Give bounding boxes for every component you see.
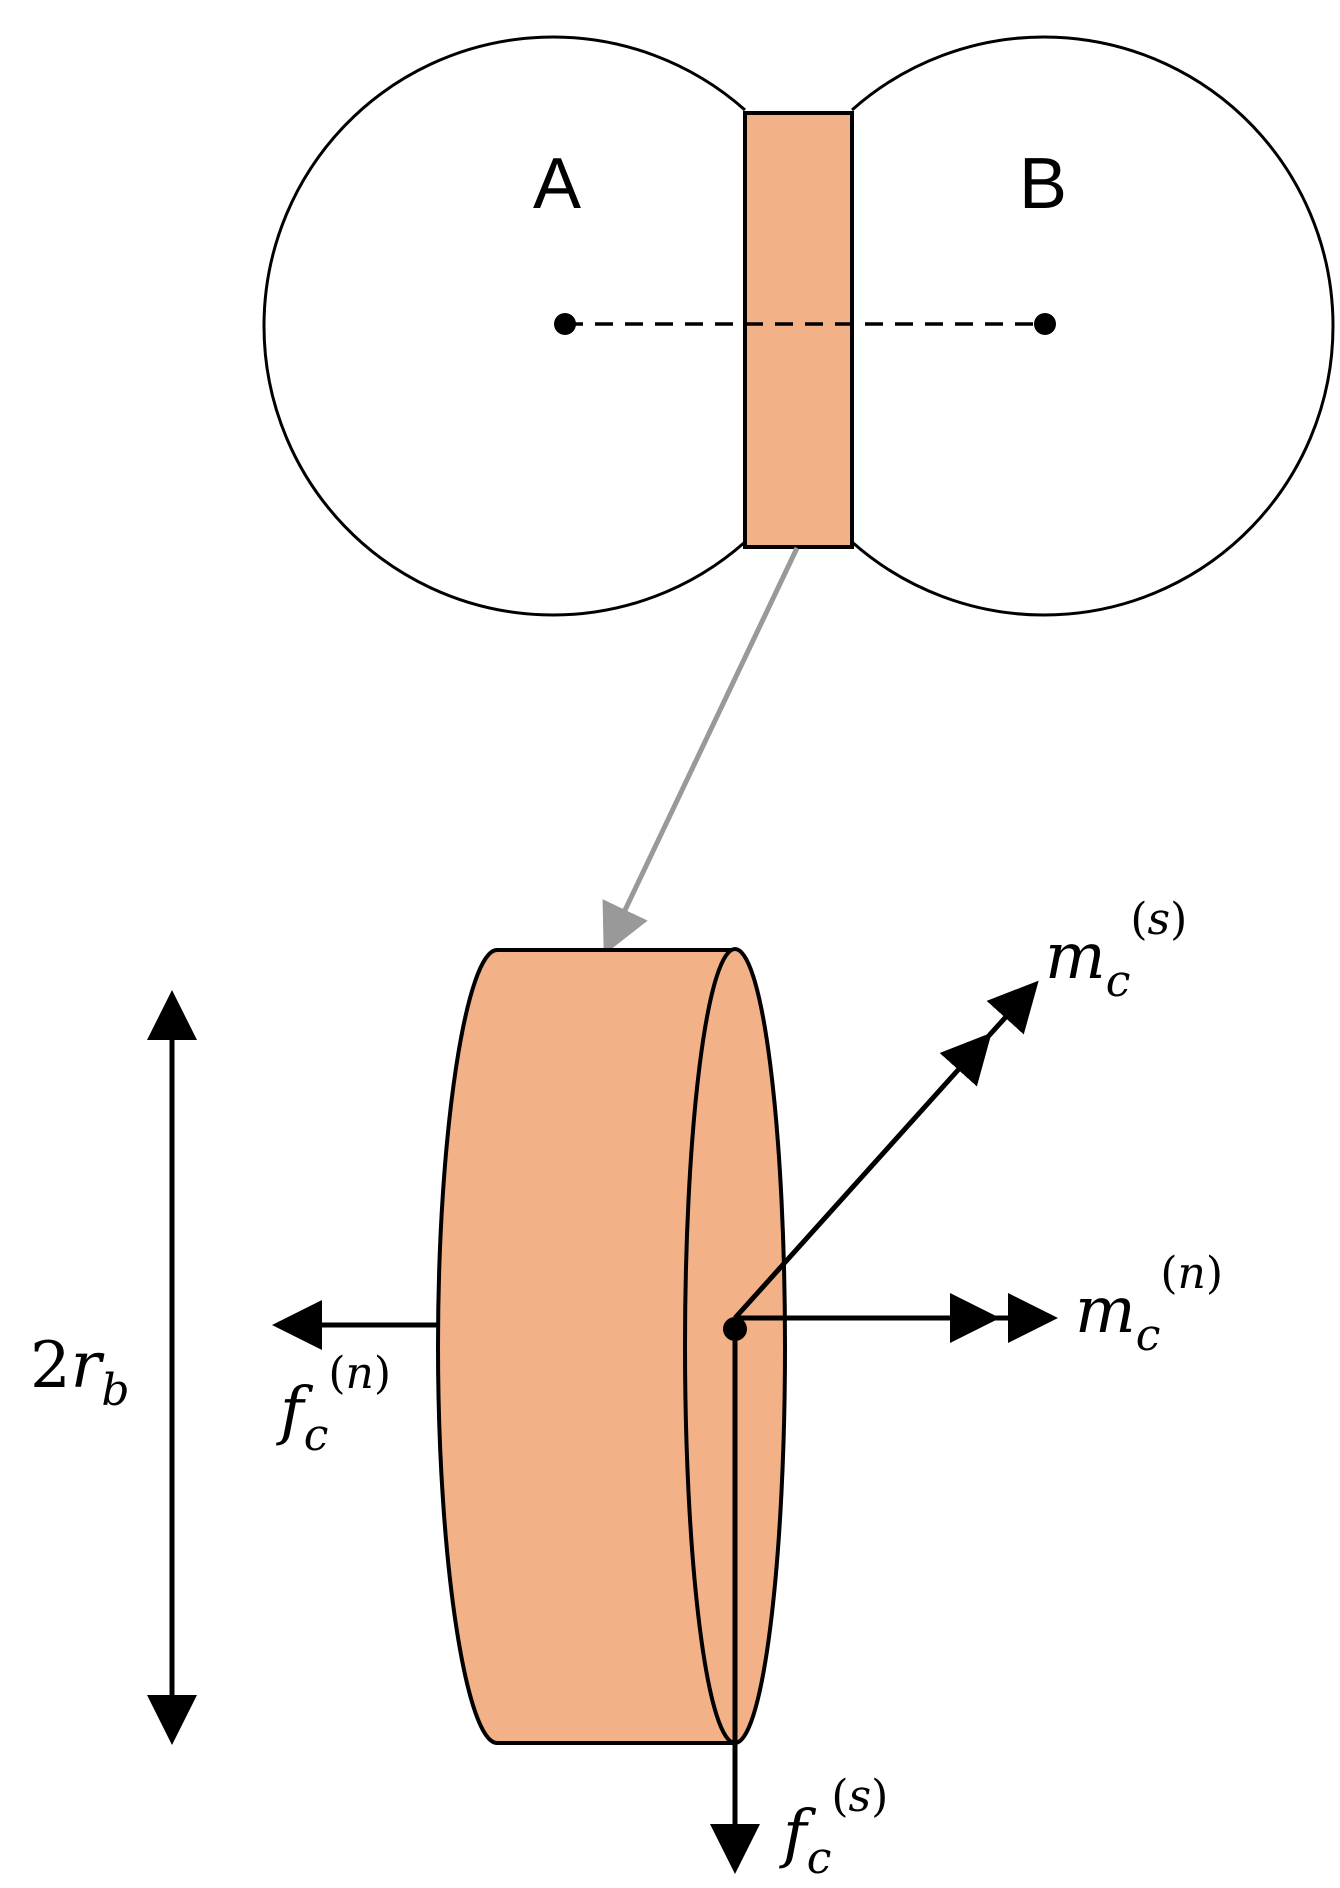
cylinder-body: [435, 948, 737, 1745]
particle-b-center: [1034, 313, 1056, 335]
particle-pair: A B: [262, 35, 1335, 617]
shear-force-label: fc(s): [779, 1771, 888, 1884]
bond-rectangle: [743, 111, 854, 549]
particle-a-center: [554, 313, 576, 335]
bond-cylinder: [435, 947, 787, 1745]
shear-moment-arrow: [733, 1032, 992, 1320]
particle-a: [262, 35, 746, 617]
diameter-label: 2rb: [30, 1329, 129, 1416]
normal-moment-label: mc(n): [1075, 1248, 1223, 1361]
shear-moment-arrow-outer: [983, 980, 1039, 1042]
zoom-link-arrow: [602, 546, 800, 956]
normal-force-label: fc(n): [276, 1348, 391, 1461]
particle-b-label: B: [1019, 144, 1067, 224]
particle-a-label: A: [533, 144, 581, 224]
shear-moment-label: mc(s): [1045, 894, 1187, 1007]
particle-b: [851, 35, 1335, 617]
